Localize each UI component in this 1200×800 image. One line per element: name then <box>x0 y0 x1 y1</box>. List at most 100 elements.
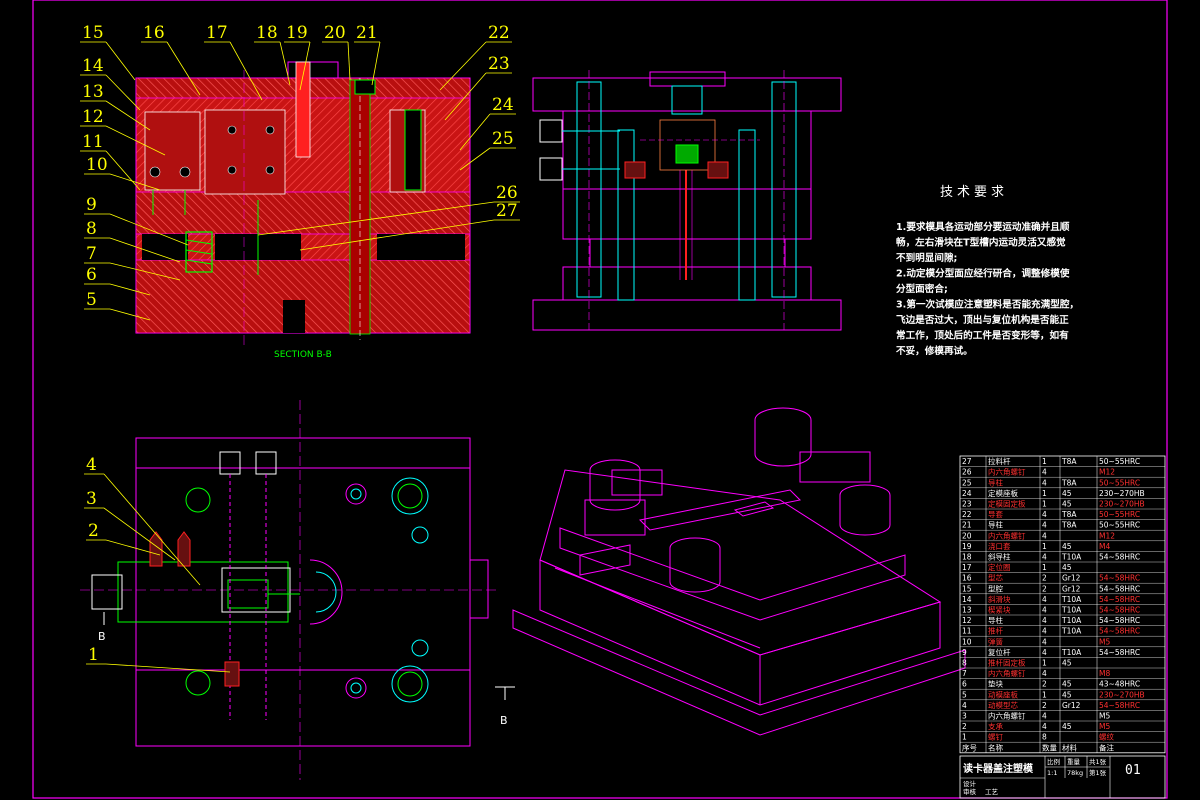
callout-leader <box>105 125 166 156</box>
callout-leader <box>105 539 161 556</box>
bom-cell-name: 垫块 <box>988 679 1003 689</box>
callout-leader <box>347 41 351 81</box>
section-callout-18: 18 <box>256 23 278 43</box>
bom-cell-no: 24 <box>962 489 972 498</box>
section-mark-left: B <box>98 630 106 643</box>
plan-view: B B <box>80 400 515 780</box>
sheet-number: 第1张 <box>1089 768 1107 777</box>
bom-cell-name: 定模固定板 <box>988 499 1026 509</box>
bom-cell-qty: 2 <box>1042 584 1047 593</box>
callout-leader <box>105 150 141 191</box>
section-callout-12: 12 <box>82 107 104 127</box>
bom-cell-note: 54~58HRC <box>1099 627 1140 636</box>
bom-cell-qty: 1 <box>1042 542 1047 551</box>
bom-cell-note: 54~58HRC <box>1099 595 1140 604</box>
bom-cell-no: 1 <box>962 733 967 742</box>
bom-cell-qty: 2 <box>1042 680 1047 689</box>
bom-header-no: 序号 <box>962 742 977 752</box>
bom-cell-note: 54~58HRC <box>1099 606 1140 615</box>
section-bb-label: SECTION B-B <box>274 350 332 360</box>
bom-cell-note: M5 <box>1099 722 1110 731</box>
callout-leader <box>279 41 291 86</box>
section-callout-15: 15 <box>82 23 104 43</box>
section-callout-17: 17 <box>206 23 228 43</box>
callout-leader <box>109 237 181 263</box>
section-callout-23: 23 <box>488 54 510 74</box>
callout-leader <box>166 41 201 96</box>
callout-leader <box>109 213 189 246</box>
bom-cell-no: 2 <box>962 722 967 731</box>
bom-header-mat: 材料 <box>1062 742 1078 752</box>
bom-cell-name: 支承 <box>988 721 1003 731</box>
bom-cell-name: 斜导柱 <box>988 552 1011 562</box>
section-callout-25: 25 <box>492 129 514 149</box>
front-elevation-view <box>532 70 842 331</box>
bom-cell-no: 21 <box>962 521 972 530</box>
bom-cell-no: 10 <box>962 637 972 646</box>
bom-cell-qty: 4 <box>1042 712 1047 721</box>
bom-cell-name: 内六角螺钉 <box>988 711 1026 721</box>
callout-leader <box>103 473 201 586</box>
bom-cell-note: 54~58HRC <box>1099 648 1140 657</box>
callout-leader <box>103 507 176 561</box>
bom-cell-qty: 2 <box>1042 574 1047 583</box>
bom-cell-name: 型芯 <box>988 573 1003 583</box>
bom-cell-name: 内六角螺钉 <box>988 530 1026 540</box>
bom-cell-no: 26 <box>962 468 972 477</box>
bom-cell-note: 50~55HRC <box>1099 521 1140 530</box>
bom-cell-qty: 4 <box>1042 553 1047 562</box>
bom-cell-mat: 45 <box>1062 489 1072 498</box>
bom-header-note: 备注 <box>1099 742 1115 752</box>
tech-requirement-line: 不到明显间隙; <box>896 252 957 264</box>
bom-cell-qty: 1 <box>1042 659 1047 668</box>
section-callout-16: 16 <box>143 23 165 43</box>
bom-cell-no: 27 <box>962 457 972 466</box>
bom-cell-note: 230~270HB <box>1099 690 1145 699</box>
bom-cell-qty: 4 <box>1042 616 1047 625</box>
bom-cell-name: 动模座板 <box>988 689 1018 699</box>
bom-header-name: 名称 <box>988 742 1003 752</box>
bom-cell-name: 斜滑块 <box>988 594 1011 604</box>
section-callout-26: 26 <box>496 183 518 203</box>
bom-cell-qty: 4 <box>1042 521 1047 530</box>
section-callout-14: 14 <box>82 56 104 76</box>
callout-leader <box>299 219 495 251</box>
bom-cell-qty: 1 <box>1042 500 1047 509</box>
bom-cell-name: 浇口套 <box>988 541 1011 551</box>
sheet-count: 共1张 <box>1089 757 1107 766</box>
callout-leader <box>229 41 263 101</box>
bom-cell-name: 内六角螺钉 <box>988 668 1026 678</box>
plan-callout-1: 1 <box>88 645 99 665</box>
bom-cell-no: 8 <box>962 659 967 668</box>
callout-leader <box>109 262 181 281</box>
bom-cell-no: 16 <box>962 574 972 583</box>
tech-requirement-line: 1.要求模具各运动部分要运动准确并且顺 <box>896 221 1070 233</box>
callout-leader <box>371 41 381 86</box>
bom-cell-mat: 45 <box>1062 542 1072 551</box>
section-callout-6: 6 <box>86 265 97 285</box>
bom-cell-mat: T8A <box>1061 478 1077 487</box>
bom-cell-no: 15 <box>962 584 972 593</box>
callout-leader <box>459 147 491 171</box>
bom-cell-mat: T8A <box>1061 510 1077 519</box>
bom-cell-name: 导柱 <box>988 615 1003 625</box>
process-row: 工艺 <box>985 788 999 796</box>
bom-cell-no: 4 <box>962 701 967 710</box>
section-callout-22: 22 <box>488 23 510 43</box>
callout-leader <box>109 173 161 191</box>
bom-cell-qty: 4 <box>1042 478 1047 487</box>
plan-callout-2: 2 <box>88 521 99 541</box>
bom-cell-mat: 45 <box>1062 659 1072 668</box>
bom-cell-no: 5 <box>962 690 967 699</box>
drawing-frame <box>32 0 1168 799</box>
bom-cell-no: 23 <box>962 500 972 509</box>
bom-cell-note: M8 <box>1099 669 1110 678</box>
section-callout-5: 5 <box>86 290 97 310</box>
section-callout-21: 21 <box>356 23 378 43</box>
bom-cell-note: 230~270HB <box>1099 500 1145 509</box>
bom-cell-name: 推杆 <box>988 626 1003 636</box>
bom-cell-qty: 1 <box>1042 489 1047 498</box>
